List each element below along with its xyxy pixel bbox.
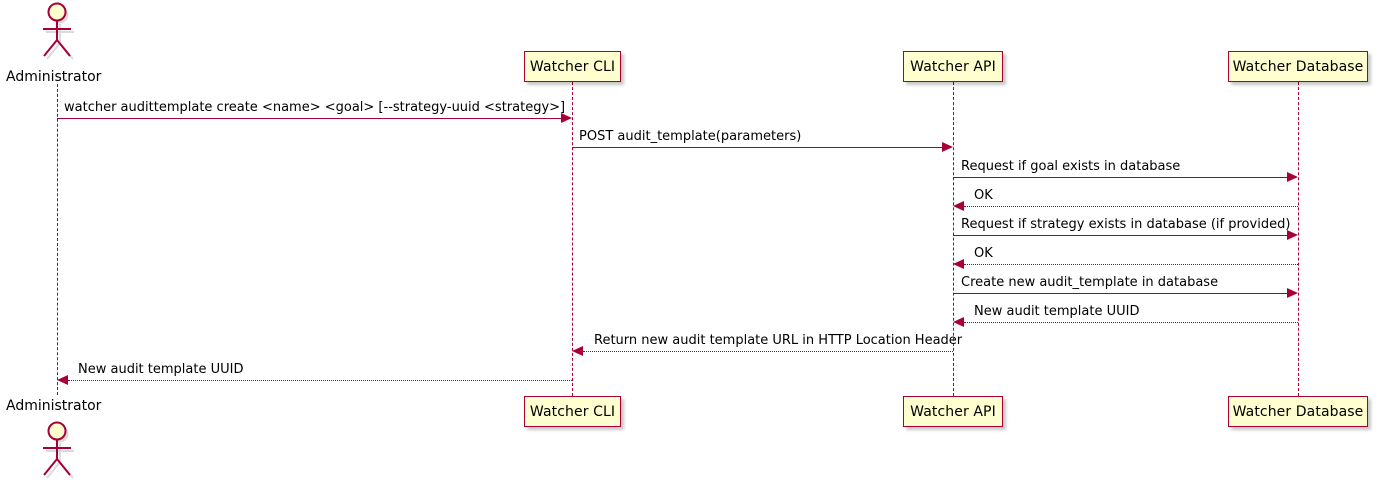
actor-administrator-top <box>35 2 79 60</box>
lifeline-administrator <box>57 84 58 395</box>
message-arrow-2 <box>942 142 953 152</box>
participant-box-watcher-api-top[interactable]: Watcher API <box>903 51 1003 82</box>
message-arrow-7 <box>1287 288 1298 298</box>
participant-box-watcher-cli-top[interactable]: Watcher CLI <box>524 51 621 82</box>
message-line-8 <box>964 322 1298 323</box>
lifeline-watcher-database <box>1298 82 1299 396</box>
participant-label-watcher-cli: Watcher CLI <box>529 58 616 75</box>
message-label-2: POST audit_template(parameters) <box>579 129 802 144</box>
participant-label-watcher-database-bottom: Watcher Database <box>1232 403 1364 420</box>
message-line-4 <box>964 206 1298 207</box>
message-label-1: watcher audittemplate create <name> <goa… <box>64 100 566 115</box>
message-line-2 <box>572 147 942 148</box>
participant-box-watcher-database-bottom[interactable]: Watcher Database <box>1228 396 1368 427</box>
message-line-1 <box>57 118 561 119</box>
message-arrow-10 <box>57 375 68 385</box>
message-label-5: Request if strategy exists in database (… <box>961 217 1291 232</box>
message-arrow-4 <box>953 201 964 211</box>
message-label-8: New audit template UUID <box>974 304 1140 319</box>
participant-box-watcher-api-bottom[interactable]: Watcher API <box>903 396 1003 427</box>
message-label-6: OK <box>974 246 993 261</box>
actor-label-administrator-bottom: Administrator <box>6 398 102 414</box>
message-label-10: New audit template UUID <box>78 362 244 377</box>
message-line-7 <box>953 293 1287 294</box>
message-arrow-1 <box>561 113 572 123</box>
message-label-3: Request if goal exists in database <box>961 159 1181 174</box>
message-line-10 <box>68 380 572 381</box>
participant-label-watcher-cli-bottom: Watcher CLI <box>529 403 616 420</box>
actor-administrator-bottom <box>35 421 79 479</box>
message-arrow-9 <box>572 346 583 356</box>
message-label-9: Return new audit template URL in HTTP Lo… <box>594 333 963 348</box>
lifeline-watcher-cli <box>572 82 573 396</box>
message-line-9 <box>583 351 953 352</box>
participant-box-watcher-database-top[interactable]: Watcher Database <box>1228 51 1368 82</box>
message-line-5 <box>953 235 1287 236</box>
message-arrow-3 <box>1287 172 1298 182</box>
message-arrow-5 <box>1287 230 1298 240</box>
message-line-6 <box>964 264 1298 265</box>
message-arrow-6 <box>953 259 964 269</box>
message-label-7: Create new audit_template in database <box>961 275 1219 290</box>
actor-label-administrator-top: Administrator <box>6 69 102 85</box>
message-arrow-8 <box>953 317 964 327</box>
lifeline-watcher-api <box>953 82 954 396</box>
participant-label-watcher-database: Watcher Database <box>1232 58 1364 75</box>
message-line-3 <box>953 177 1287 178</box>
participant-box-watcher-cli-bottom[interactable]: Watcher CLI <box>524 396 621 427</box>
participant-label-watcher-api: Watcher API <box>910 58 996 75</box>
message-label-4: OK <box>974 188 993 203</box>
participant-label-watcher-api-bottom: Watcher API <box>910 403 996 420</box>
